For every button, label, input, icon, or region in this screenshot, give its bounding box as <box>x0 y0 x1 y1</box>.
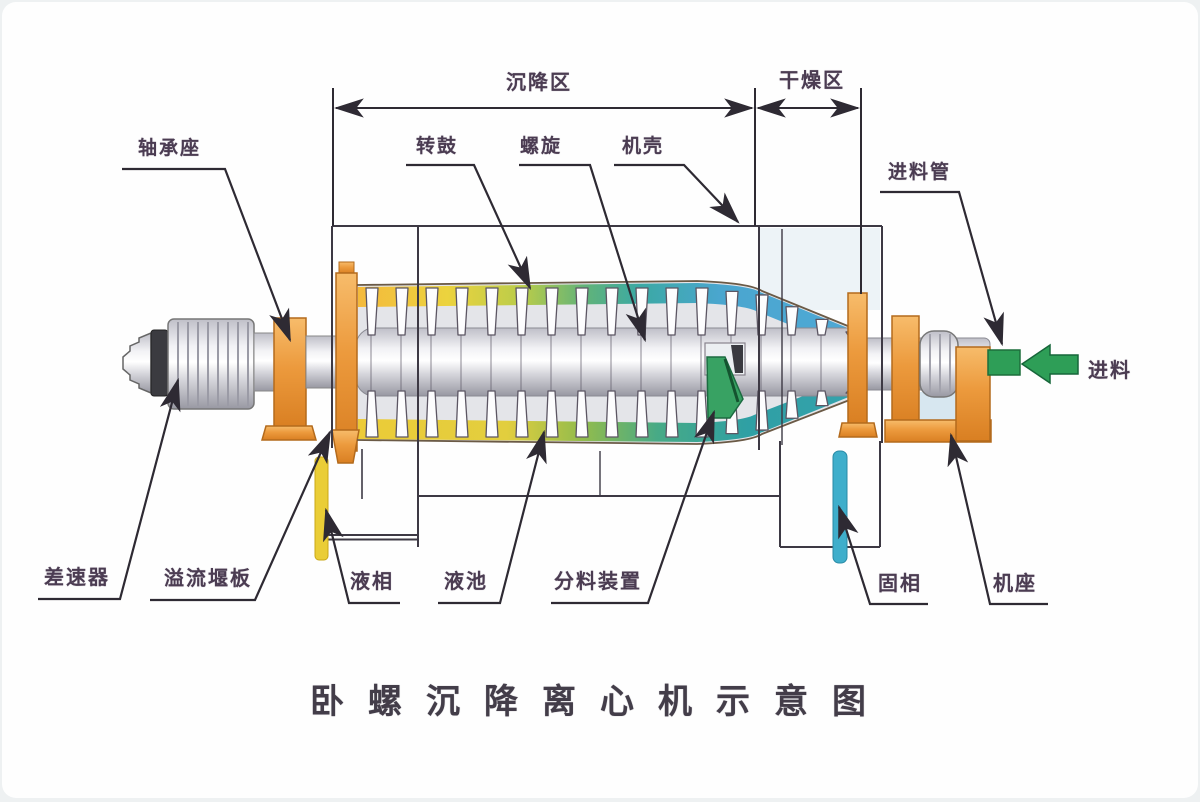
leader-distributor <box>551 409 716 605</box>
leader-casing <box>614 163 740 224</box>
label-feed: 进料 <box>1088 358 1132 382</box>
leader-weir-plate <box>150 429 332 602</box>
feed-distributor-device <box>704 342 746 419</box>
label-solid-phase: 固相 <box>878 571 922 595</box>
label-drying-zone: 干燥区 <box>779 68 845 92</box>
label-drum: 转鼓 <box>416 135 459 157</box>
bearing-housing-right <box>919 330 959 398</box>
leader-screw <box>519 163 647 343</box>
label-distributor: 分料装置 <box>554 569 642 593</box>
label-feed-pipe: 进料管 <box>888 161 952 183</box>
leader-drum <box>406 163 532 291</box>
differential-gearbox <box>122 318 277 410</box>
label-machine-base: 机座 <box>993 571 1037 595</box>
leader-machine-base <box>947 432 1048 606</box>
leader-feed-pipe <box>880 190 1004 347</box>
label-screw: 螺旋 <box>520 135 563 157</box>
drive-shaft <box>305 335 339 389</box>
feed-direction-arrow <box>1020 343 1079 385</box>
label-differential: 差速器 <box>44 565 110 589</box>
leader-bearing-seat <box>122 167 292 343</box>
shaft-tip-cone <box>122 331 152 395</box>
feed-end-support <box>955 346 991 442</box>
label-liquid-pool: 液池 <box>444 569 488 593</box>
label-bearing-seat: 轴承座 <box>138 137 202 159</box>
label-liquid-phase: 液相 <box>350 569 394 593</box>
label-settling-zone: 沉降区 <box>506 70 572 94</box>
feed-pipe <box>987 349 1021 376</box>
liquid-discharge-pipe <box>314 456 329 561</box>
leader-liquid-pool <box>438 429 547 605</box>
gearbox-end-ring <box>150 329 169 397</box>
diagram-title: 卧螺沉降离心机示意图 <box>310 682 890 722</box>
leader-arrows <box>38 163 1048 606</box>
leader-liquid-phase <box>323 507 400 605</box>
label-casing: 机壳 <box>622 135 665 157</box>
drum-left-flange <box>331 261 360 464</box>
bearing-pedestal-right <box>838 292 920 438</box>
leader-solid-phase <box>837 504 928 606</box>
dimension-lines <box>332 88 862 294</box>
label-weir-plate: 溢流堰板 <box>164 566 252 590</box>
leader-differential <box>38 377 181 601</box>
